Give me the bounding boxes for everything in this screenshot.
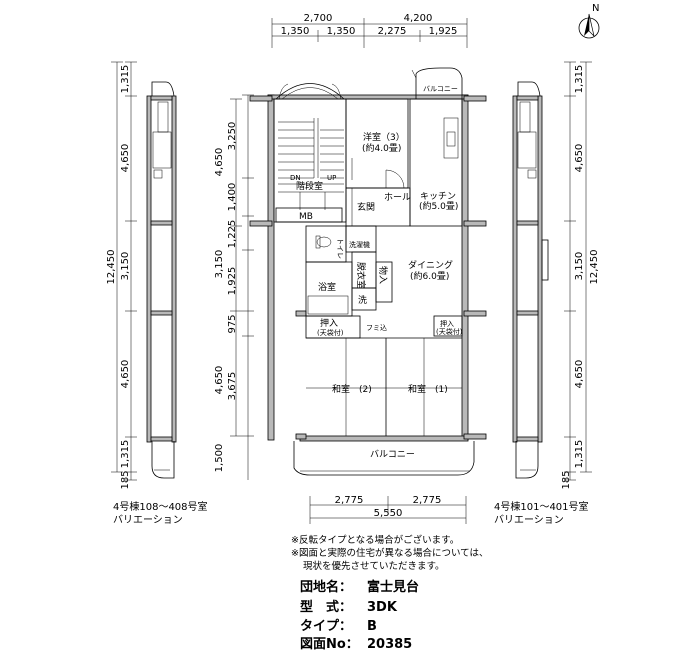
- dining-label: ダイニング: [408, 259, 453, 271]
- top-dim-sub-3: 2,275: [378, 26, 407, 37]
- top-dimensions: 2,700 4,200 1,350 1,350 2,275 1,925: [271, 13, 468, 48]
- western-room-size: (約4.0畳): [362, 142, 401, 154]
- dining-size: (約6.0畳): [410, 270, 449, 282]
- info-value-kind: B: [367, 619, 377, 634]
- info-value-drawing-no: 20385: [367, 637, 412, 650]
- storage-label: 物入: [377, 266, 389, 284]
- right-variation-plan: 1,315 4,650 3,150 4,650 1,315 185 12,450: [512, 61, 600, 490]
- top-dim-sub-2: 1,350: [327, 26, 356, 37]
- right-outer-dim-6: 185: [561, 470, 572, 489]
- left-variation-plan: 1,315 4,650 3,150 4,650 1,315 185 12,450: [106, 61, 177, 490]
- hall-label: ホール: [384, 192, 411, 203]
- oshiire-left-sub: (天袋付): [317, 328, 344, 337]
- fumikomi-label: フミ込: [366, 323, 387, 332]
- left-outer-dim-5: 1,315: [120, 440, 131, 469]
- left-inner-dim-6: 1,925: [227, 267, 238, 296]
- property-info: 団地名： 富士見台 型 式： 3DK タイプ： B 図面No： 20385: [300, 579, 419, 650]
- mb-label: MB: [299, 212, 313, 222]
- left-inner-dim-4: 1,225: [227, 220, 238, 249]
- info-value-danchi: 富士見台: [367, 579, 419, 595]
- right-outer-dim-4: 4,650: [574, 360, 585, 389]
- left-inner-dim-1: 3,250: [227, 122, 238, 151]
- washer-label: 洗濯機: [349, 240, 370, 249]
- info-label-drawing-no: 図面No：: [300, 637, 359, 650]
- left-inner-dim-9: 3,675: [227, 372, 238, 401]
- note-line-2: ※図面と実際の住宅が異なる場合については、: [291, 547, 489, 559]
- right-outer-dim-2: 4,650: [574, 144, 585, 173]
- wash-label: 洗: [358, 294, 367, 306]
- left-total-dim: 12,450: [106, 250, 117, 285]
- left-variation-caption-2: バリエーション: [113, 514, 183, 526]
- left-outer-dim-1: 1,315: [120, 65, 131, 94]
- left-outer-dim-3: 3,150: [120, 252, 131, 281]
- left-inner-dim-10: 1,500: [214, 444, 225, 473]
- top-dim-overall-2: 4,200: [404, 13, 433, 24]
- entrance-label: 玄関: [357, 201, 375, 213]
- right-outer-dim-5: 1,315: [574, 440, 585, 469]
- left-outer-dim-4: 4,650: [120, 360, 131, 389]
- dressing-label: 脱衣室: [355, 262, 367, 289]
- left-inner-dim-8: 4,650: [214, 366, 225, 395]
- left-outer-dim-6: 185: [120, 470, 131, 489]
- info-label-kind: タイプ：: [300, 619, 352, 634]
- info-label-danchi: 団地名：: [300, 579, 352, 595]
- info-label-type: 型 式：: [300, 599, 352, 615]
- main-floor-plan: DN UP 階段室 MB 洋室（3） (約4.0畳) ホール 玄関 キッチン (…: [249, 67, 487, 476]
- balcony-top-label: バルコニー: [423, 85, 458, 93]
- right-total-dim: 12,450: [589, 250, 600, 285]
- washitsu-2-label: 和室 (2): [332, 383, 372, 395]
- left-inner-dim-7: 975: [227, 314, 238, 333]
- note-line-1: ※反転タイプとなる場合がございます。: [291, 534, 459, 546]
- balcony-bottom-label: バルコニー: [370, 449, 415, 460]
- stair-room-label: 階段室: [296, 180, 323, 192]
- oshiire-right-sub: (天袋付): [436, 327, 463, 336]
- kitchen-size: (約5.0畳): [419, 200, 458, 212]
- kitchen-label: キッチン: [420, 191, 456, 202]
- left-inner-dim-3: 1,400: [227, 183, 238, 212]
- washitsu-1-label: 和室 (1): [408, 383, 448, 395]
- stair-dn-label: DN: [290, 174, 301, 182]
- bottom-dim-total: 5,550: [374, 508, 403, 519]
- top-dim-sub-1: 1,350: [281, 26, 310, 37]
- top-dim-sub-4: 1,925: [429, 26, 458, 37]
- north-arrow-icon: N: [578, 3, 599, 39]
- right-variation-caption-1: 4号棟101～401号室: [494, 500, 589, 513]
- western-room-label: 洋室（3）: [363, 131, 405, 143]
- left-outer-dim-2: 4,650: [120, 144, 131, 173]
- oshiire-right-label: 押入: [440, 319, 454, 328]
- bottom-dim-sub-2: 2,775: [413, 495, 442, 506]
- bath-label: 浴室: [318, 281, 336, 293]
- compass-label: N: [592, 3, 599, 14]
- stair-up-label: UP: [327, 174, 336, 182]
- right-outer-dim-1: 1,315: [574, 65, 585, 94]
- oshiire-left-label: 押入: [320, 317, 338, 329]
- left-inner-dim-5: 3,150: [214, 250, 225, 279]
- top-dim-overall-1: 2,700: [304, 13, 333, 24]
- left-variation-caption-1: 4号棟108～408号室: [113, 500, 208, 513]
- info-value-type: 3DK: [367, 600, 398, 615]
- bottom-dim-sub-1: 2,775: [335, 495, 364, 506]
- bottom-dimensions: 2,775 2,775 5,550: [309, 495, 467, 524]
- right-variation-caption-2: バリエーション: [494, 514, 564, 526]
- left-inner-dimensions: 3,250 4,650 1,400 1,225 3,150 1,925 975 …: [214, 94, 254, 480]
- right-outer-dim-3: 3,150: [574, 252, 585, 281]
- left-inner-dim-2: 4,650: [214, 148, 225, 177]
- note-line-3: 現状を優先させていただきます。: [303, 560, 445, 572]
- toilet-label: トイレ: [336, 238, 344, 259]
